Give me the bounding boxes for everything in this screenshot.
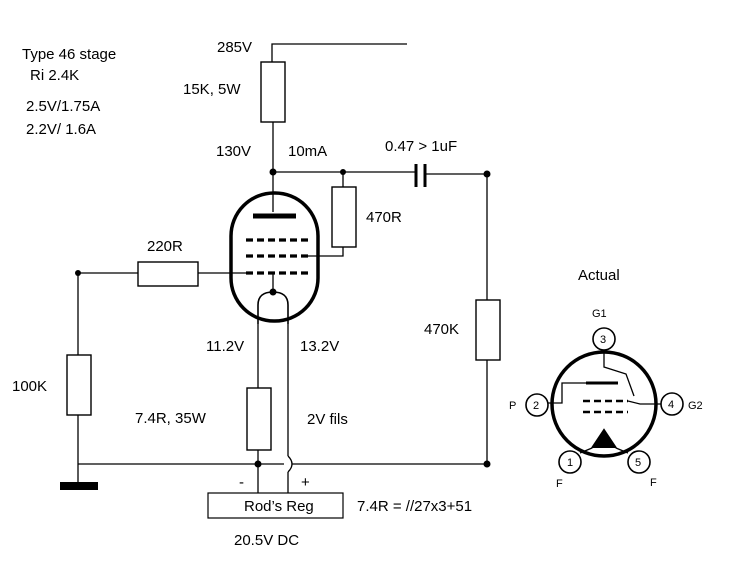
pinout-filament: [591, 428, 617, 449]
output-resistor: [475, 299, 501, 361]
supply-wire: [271, 43, 407, 62]
pin-5-name: F: [650, 477, 657, 489]
regulator-label: Rod’s Reg: [244, 498, 314, 515]
current-label: 10mA: [288, 143, 327, 160]
pin-2: 2: [525, 393, 549, 417]
ground-symbol: [60, 482, 98, 490]
pin-2-name: P: [509, 400, 516, 412]
g2-resistor: [331, 186, 357, 248]
pin-3-name: G1: [592, 308, 607, 320]
pinout-filament-lead-5: [615, 447, 629, 454]
pinout-g1-lead: [603, 350, 635, 397]
filament-resistor: [246, 387, 272, 451]
input-resistor-label: 100K: [12, 378, 47, 395]
regulator-voltage: 20.5V DC: [234, 532, 299, 549]
output-resistor-label: 470K: [424, 321, 459, 338]
pin-1: 1: [558, 450, 582, 474]
pinout-g2-lead: [627, 400, 661, 405]
regulator-box: [207, 492, 344, 519]
pin-3: 3: [592, 327, 616, 351]
pinout-title: Actual: [578, 267, 620, 284]
fils-label: 2V fils: [307, 411, 348, 428]
regulator-minus: -: [239, 474, 244, 491]
supply-label: 285V: [217, 39, 252, 56]
g2-resistor-wire-bottom: [308, 247, 344, 257]
svg-text:4: 4: [668, 399, 674, 411]
cap-label: 0.47 > 1uF: [385, 138, 457, 155]
input-resistor: [66, 354, 92, 416]
note-ri: Ri 2.4K: [30, 67, 79, 84]
regulator-plus: +: [301, 474, 310, 491]
pinout-filament-lead-1: [579, 447, 593, 454]
pin-4-name: G2: [688, 400, 703, 412]
pin-4: 4: [660, 392, 684, 416]
pinout-plate-lead: [548, 382, 586, 404]
filament-jumper: [287, 455, 293, 473]
svg-text:3: 3: [600, 334, 606, 346]
svg-text:5: 5: [635, 457, 641, 469]
tube-envelope: [229, 191, 320, 323]
plate-resistor: [260, 61, 286, 123]
plate-voltage-label: 130V: [216, 143, 251, 160]
svg-text:2: 2: [533, 400, 539, 412]
pin-1-name: F: [556, 478, 563, 490]
note-heater-2: 2.2V/ 1.6A: [26, 121, 96, 138]
note-title: Type 46 stage: [22, 46, 116, 63]
pin-5: 5: [627, 450, 651, 474]
filament-right-voltage: 13.2V: [300, 338, 339, 355]
ground-right-node: [483, 460, 491, 468]
filament-left-voltage: 11.2V: [206, 338, 244, 355]
filament-formula: 7.4R = //27x3+51: [357, 498, 472, 515]
filament-resistor-label: 7.4R, 35W: [135, 410, 207, 427]
plate-resistor-label: 15K, 5W: [183, 81, 241, 98]
grid-resistor-label: 220R: [147, 238, 183, 255]
svg-text:1: 1: [567, 457, 573, 469]
note-heater-1: 2.5V/1.75A: [26, 98, 100, 115]
g2-resistor-label: 470R: [366, 209, 402, 226]
grid-resistor: [137, 261, 199, 287]
